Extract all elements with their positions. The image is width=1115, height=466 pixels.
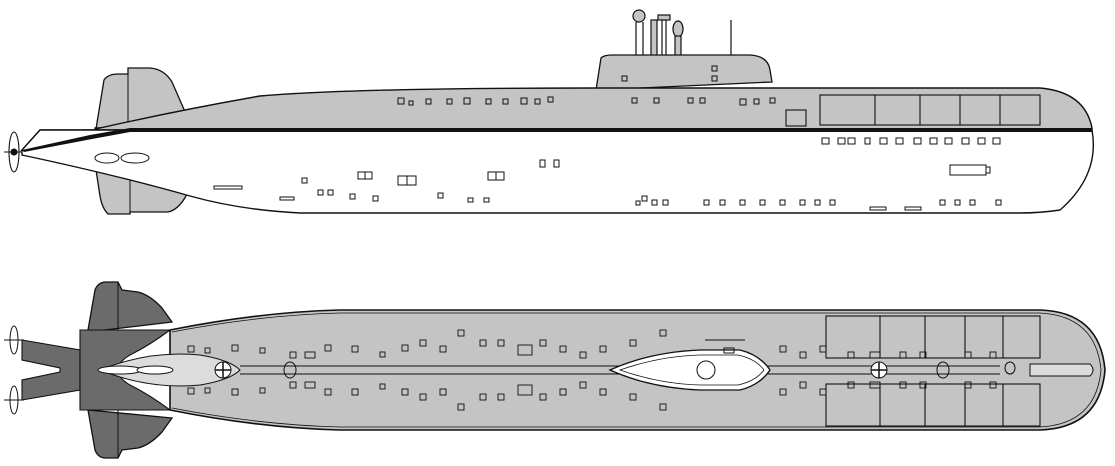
top-view xyxy=(4,281,1106,459)
deck-details xyxy=(187,329,997,411)
sail xyxy=(595,54,773,91)
rescue-hatches xyxy=(214,361,1016,379)
missile-panels xyxy=(825,315,1041,427)
hull-details xyxy=(213,65,1002,211)
sail-top xyxy=(608,349,771,391)
hatch-panels xyxy=(785,94,1041,127)
tail-section xyxy=(21,339,81,401)
side-view xyxy=(4,9,1094,215)
hull-lower xyxy=(21,129,1094,214)
upper-stabilizer xyxy=(87,281,174,333)
hull-stripe xyxy=(130,128,1092,132)
propellers xyxy=(4,325,24,415)
lower-stabilizer xyxy=(87,409,174,459)
hull-upper xyxy=(19,87,1093,152)
sail-masts xyxy=(632,9,732,57)
propeller xyxy=(4,131,22,173)
